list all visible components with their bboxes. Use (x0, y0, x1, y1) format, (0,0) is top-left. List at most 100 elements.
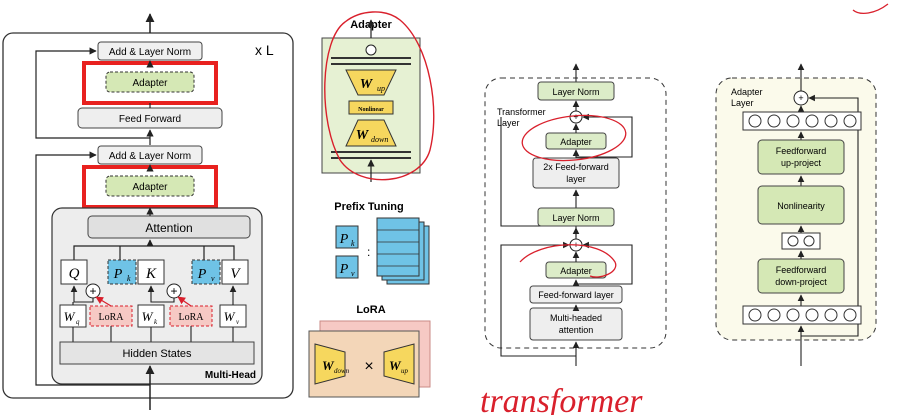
p3-residual-bottom (500, 241, 576, 357)
hand-stroke-top-right (852, 3, 889, 15)
hand-circle-adapter-top (521, 114, 627, 162)
lora-w-down-label: W (322, 358, 335, 373)
neuron (748, 308, 762, 322)
p4-plus (793, 90, 809, 106)
neuron (843, 114, 857, 128)
lora-1-label: LoRA (99, 312, 125, 323)
nonlinear-box (348, 100, 394, 115)
lora-w-down-shape (314, 343, 346, 385)
adapter-bottom-label: Adapter (132, 182, 168, 193)
p4-skip (801, 94, 859, 337)
neuron (786, 308, 800, 322)
handwritten-note: transformer (480, 383, 643, 415)
p3-skip-top (576, 113, 633, 158)
p4-bottom-neurons (748, 308, 857, 322)
feed-forward-label: Feed Forward (119, 114, 181, 125)
neuron (805, 308, 819, 322)
add-norm-top-box (97, 41, 203, 61)
plus1-to-q (70, 285, 94, 303)
multi-head-box (51, 207, 263, 385)
p3-plus-1-label: + (573, 112, 578, 122)
p3-adapter-top-label: Adapter (560, 137, 592, 147)
lora-title: LoRA (356, 304, 385, 316)
add-norm-bottom-box (97, 145, 203, 165)
v-label: V (230, 266, 241, 282)
prefix-pv-label: P (339, 262, 349, 277)
neuron (748, 114, 762, 128)
panel-methods: Adapter W up Nonlinear W down Prefix Tun… (308, 11, 435, 398)
panel-transformer-layer: Transformer Layer Layer Norm + Adapter 2… (484, 63, 667, 366)
qkv-connector (73, 245, 235, 260)
p4-up-project-box (757, 139, 845, 175)
lora-times: × (364, 358, 373, 375)
hidden-to-w-lines (72, 326, 234, 342)
wq-sub: q (76, 318, 80, 326)
p4-mid-neuron-2 (803, 235, 815, 247)
hand-circle-adapter (324, 11, 435, 181)
multi-head-label: Multi-Head (205, 370, 256, 381)
lora2-red-arrow (177, 296, 192, 307)
adapter-layer-label-2: Layer (731, 98, 754, 108)
plus-2: + (170, 284, 177, 298)
hidden-states-box (59, 341, 255, 365)
adapter-top-label: Adapter (132, 78, 168, 89)
neuron (824, 308, 838, 322)
lora-w-down-sub: down (334, 367, 350, 375)
lora-w-up-shape (383, 343, 415, 385)
p4-nonlinearity-label: Nonlinearity (777, 201, 825, 211)
neuron (824, 114, 838, 128)
w-down-trapezoid (345, 119, 397, 147)
panel-adapter-layer: Adapter Layer + Feedforward up-project N… (715, 63, 877, 366)
lora-w-up-sub: up (401, 367, 409, 375)
p4-down-project-box (757, 258, 845, 294)
p3-skip-bottom (576, 241, 633, 285)
w-up-trapezoid (345, 69, 397, 96)
prefix-pk-sub: k (351, 239, 355, 248)
lora-2-label: LoRA (179, 312, 205, 323)
pv-box (191, 259, 221, 285)
k-label: K (145, 266, 157, 282)
prefix-colon: : (367, 245, 370, 259)
q-label: Q (69, 266, 80, 282)
p4-up-label-2: up-project (781, 158, 822, 168)
neuron (805, 114, 819, 128)
add-norm-top-label: Add & Layer Norm (109, 47, 191, 58)
prefix-grid (377, 229, 419, 267)
p4-down-label-1: Feedforward (776, 265, 827, 275)
p3-plus-1 (569, 110, 583, 124)
wv-sub: v (236, 318, 240, 326)
prefix-pk-box (335, 225, 359, 249)
pv-sub: v (211, 274, 215, 283)
panel1-frame (2, 32, 294, 399)
w-down-label: W (356, 128, 370, 143)
p3-mha-label-2: attention (559, 325, 594, 335)
adapter-detail-plus (365, 44, 377, 56)
transformer-layer-label-2: Layer (497, 118, 520, 128)
residual-top-path (35, 47, 150, 139)
attention-box (87, 215, 251, 239)
wv-label: W (224, 309, 236, 324)
p3-layer-norm-mid-label: Layer Norm (552, 213, 599, 223)
pk-box (107, 259, 137, 285)
p3-layer-norm-top-label: Layer Norm (552, 87, 599, 97)
hidden-states-label: Hidden States (122, 348, 192, 360)
p4-mid-neuron-1 (787, 235, 799, 247)
q-box (60, 259, 88, 285)
prefix-pv-box (335, 255, 359, 279)
w-down-sub: down (371, 135, 388, 144)
prefix-pk-label: P (339, 232, 349, 247)
neuron (767, 114, 781, 128)
prefix-layer-1 (376, 217, 420, 277)
prefix-stack (376, 217, 430, 285)
p3-ff-layer-label: Feed-forward layer (538, 290, 614, 300)
p3-adapter-bottom-label: Adapter (560, 266, 592, 276)
plus2-to-k (147, 285, 175, 303)
times-l-label: x L (255, 42, 274, 58)
transformer-layer-label-1: Transformer (497, 107, 546, 117)
pk-sub: k (127, 274, 131, 283)
wk-sub: k (154, 318, 158, 326)
adapter-bottom-box (105, 175, 195, 197)
pk-label: P (113, 267, 123, 282)
w-up-label: W (360, 77, 374, 92)
